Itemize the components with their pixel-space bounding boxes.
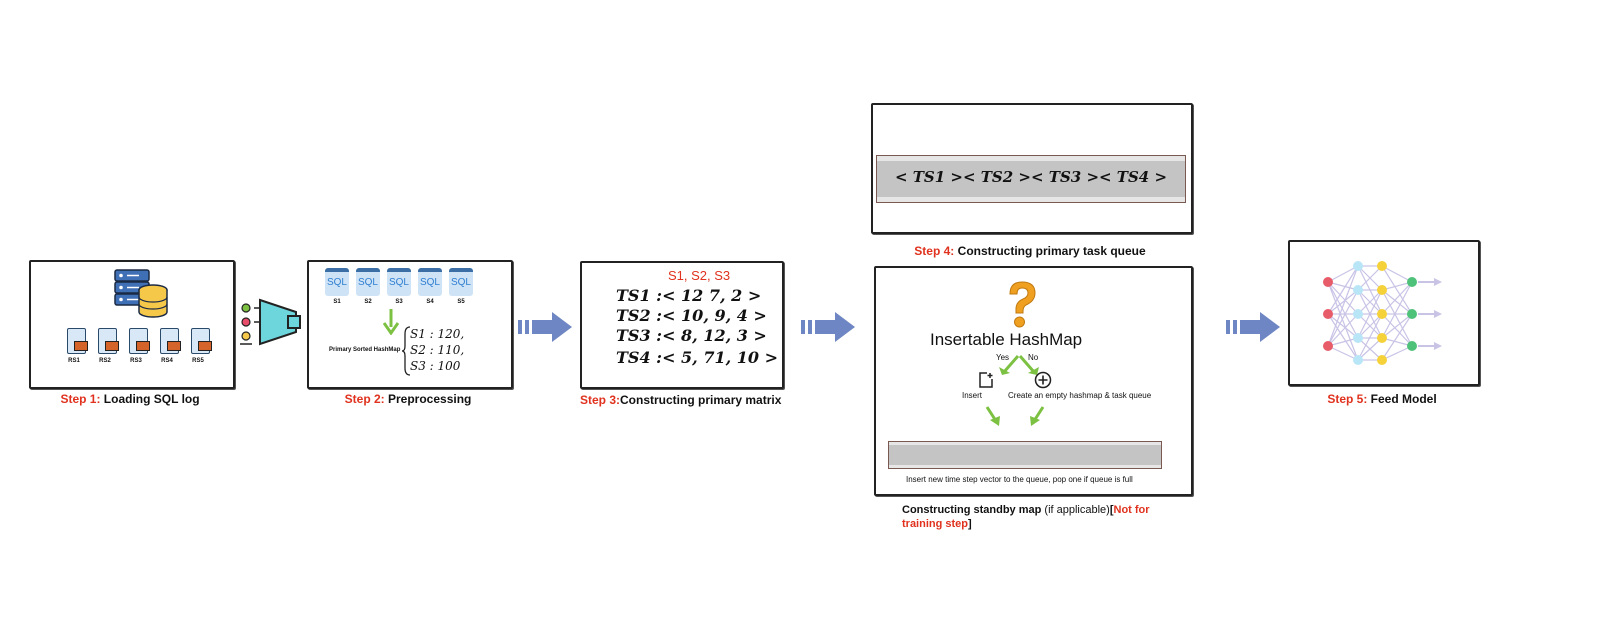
matrix-header: S1, S2, S3 — [668, 268, 731, 283]
no-label: No — [1028, 353, 1039, 362]
branch-arrows-icon — [999, 355, 1039, 375]
insert-file-icon — [979, 372, 993, 388]
add-circle-icon — [1034, 371, 1052, 389]
step5-panel — [1288, 240, 1480, 386]
step1-caption: Step 1: Loading SQL log — [29, 392, 231, 406]
queue-content: < TS1 >< TS2 >< TS3 >< TS4 > — [894, 168, 1168, 186]
down-left-arrow-icon — [985, 406, 1000, 426]
down-right-arrow-icon — [1030, 406, 1045, 426]
question-mark-icon — [1009, 281, 1036, 328]
sql-card-icon: SQL — [325, 268, 349, 296]
primary-task-queue: < TS1 >< TS2 >< TS3 >< TS4 > — [876, 155, 1186, 203]
rs-file-label: RS4 — [161, 358, 173, 364]
rs-file-label: RS1 — [68, 358, 80, 364]
standby-task-queue — [888, 441, 1162, 469]
step4-caption-prefix: Step 4: — [914, 244, 955, 258]
sql-card-label: S4 — [426, 299, 434, 305]
flow-arrow-icon — [1226, 312, 1280, 342]
hashmap-entry: S1 : 120, — [410, 327, 465, 341]
matrix-row: TS4 :< 5, 71, 10 > — [616, 348, 778, 367]
step4-caption-text: Constructing primary task queue — [954, 244, 1146, 258]
standby-caption-bold: Constructing standby map — [902, 504, 1042, 516]
sql-card-label: S3 — [395, 299, 403, 305]
queue-note: Insert new time step vector to the queue… — [906, 475, 1133, 484]
step5-caption: Step 5: Feed Model — [1288, 392, 1476, 406]
rs-file-label: RS2 — [99, 358, 111, 364]
standby-caption-bracket-close: ] — [968, 518, 972, 530]
step3-panel: S1, S2, S3 TS1 :< 12 7, 2 > TS2 :< 10, 9… — [580, 261, 784, 389]
step1-caption-text: Loading SQL log — [100, 392, 200, 406]
rs-file-label: RS5 — [192, 358, 204, 364]
step2-caption-prefix: Step 2: — [344, 392, 385, 406]
hashmap-entry: S2 : 110, — [410, 343, 465, 357]
step3-caption-text: Constructing primary matrix — [620, 393, 782, 407]
rs-file-icon — [191, 328, 212, 354]
hashmap-label: Primary Sorted HashMap — [329, 347, 401, 353]
standby-panel: Insertable HashMap Yes No Insert Create … — [874, 266, 1193, 496]
sql-card-icon: SQL — [418, 268, 442, 296]
sql-card-label: S2 — [364, 299, 372, 305]
neural-network-icon — [1323, 261, 1442, 365]
step2-panel: SQL SQL SQL SQL SQL S1 S2 S3 S4 S5 Prima… — [307, 260, 513, 389]
sql-card-icon: SQL — [356, 268, 380, 296]
down-arrow-icon — [383, 309, 399, 335]
matrix-row: TS1 :< 12 7, 2 > — [616, 286, 762, 305]
standby-caption-red: Not for training step — [902, 504, 1150, 530]
standby-title: Insertable HashMap — [930, 330, 1083, 349]
flow-arrow-icon — [801, 312, 855, 342]
rs-file-icon — [129, 328, 150, 354]
database-server-icon — [114, 269, 168, 318]
insert-label: Insert — [962, 391, 983, 400]
standby-caption: Constructing standby map (if applicable)… — [902, 503, 1172, 531]
step3-caption-prefix: Step 3: — [580, 393, 621, 407]
step2-caption: Step 2: Preprocessing — [307, 392, 509, 406]
step5-caption-prefix: Step 5: — [1327, 392, 1368, 406]
step4-panel: < TS1 >< TS2 >< TS3 >< TS4 > — [871, 103, 1193, 234]
matrix-row: TS2 :< 10, 9, 4 > — [616, 306, 767, 325]
matrix-row: TS3 :< 8, 12, 3 > — [616, 326, 767, 345]
step1-panel: RS1 RS2 RS3 RS4 RS5 — [29, 260, 235, 389]
yes-label: Yes — [996, 353, 1010, 362]
sql-card-icon: SQL — [449, 268, 473, 296]
step4-caption: Step 4: Constructing primary task queue — [871, 244, 1189, 258]
create-label: Create an empty hashmap & task queue — [1008, 391, 1152, 400]
rs-file-icon — [160, 328, 181, 354]
filter-funnel-icon — [240, 298, 301, 346]
standby-caption-paren: (if applicable) — [1041, 504, 1110, 516]
rs-file-label: RS3 — [130, 358, 142, 364]
step1-caption-prefix: Step 1: — [60, 392, 101, 406]
rs-file-icon — [67, 328, 88, 354]
rs-file-icon — [98, 328, 119, 354]
step2-caption-text: Preprocessing — [384, 392, 472, 406]
brace-icon — [401, 326, 411, 376]
hashmap-entry: S3 : 100 — [410, 359, 461, 373]
sql-card-label: S1 — [333, 299, 341, 305]
sql-card-label: S5 — [457, 299, 465, 305]
step5-caption-text: Feed Model — [1367, 392, 1437, 406]
step3-caption: Step 3:Constructing primary matrix — [580, 393, 782, 407]
sql-card-icon: SQL — [387, 268, 411, 296]
flow-arrow-icon — [518, 312, 572, 342]
standby-caption-bracket-open: [ — [1109, 504, 1114, 516]
